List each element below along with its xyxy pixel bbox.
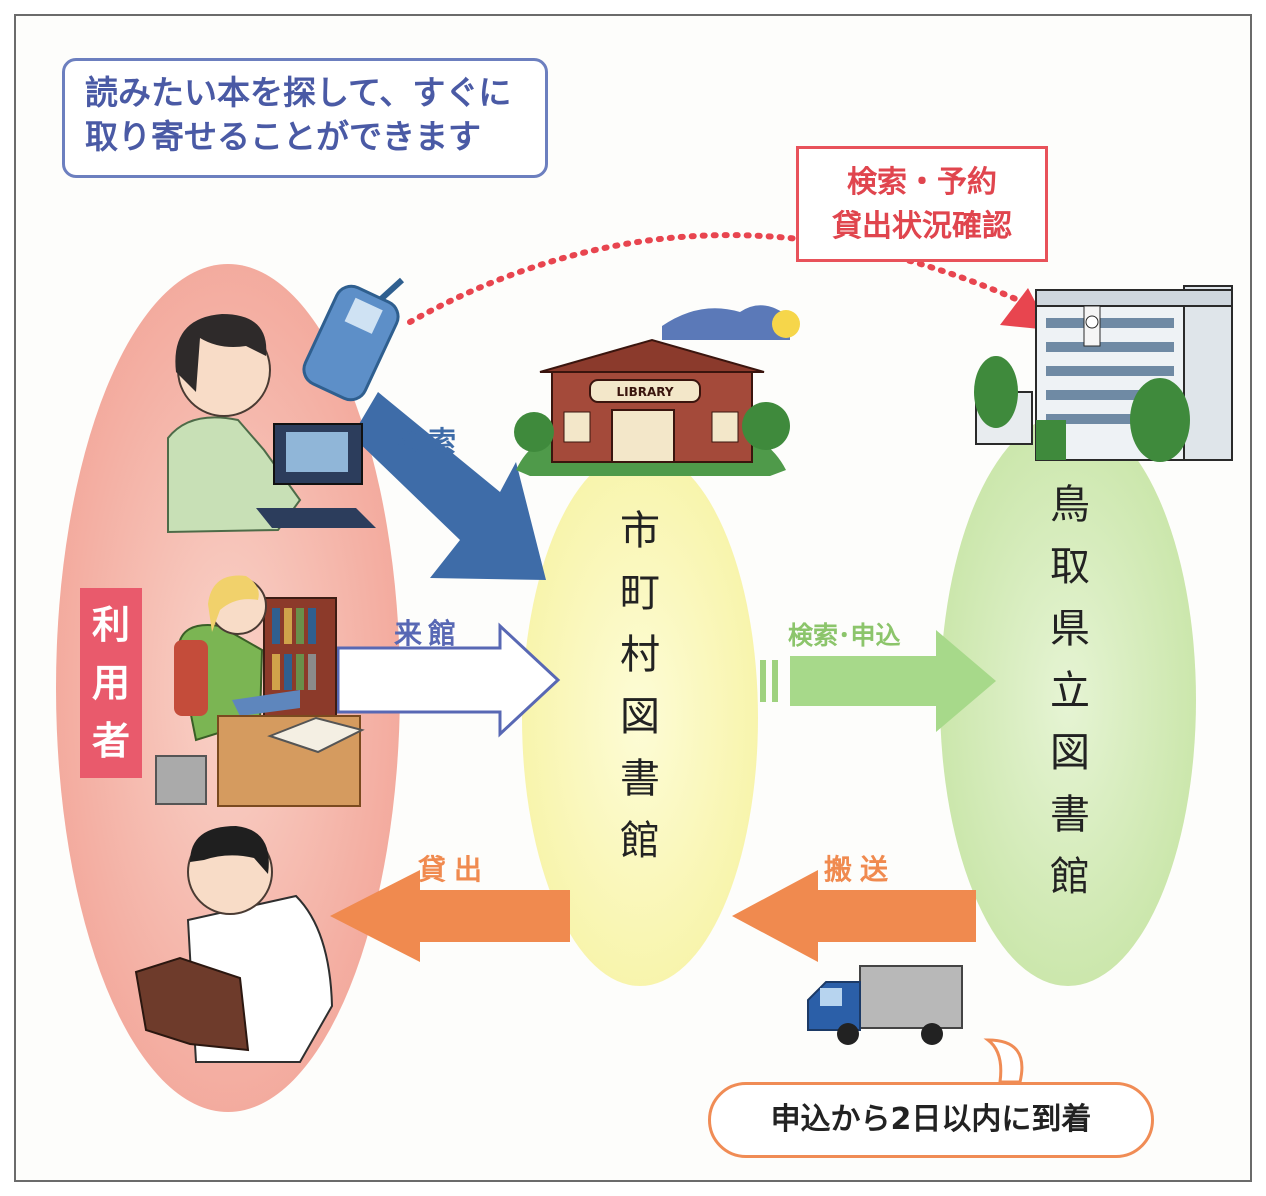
online-service-box: 検索・予約 貸出状況確認 bbox=[796, 146, 1048, 262]
delivery-note-box: 申込から2日以内に到着 bbox=[708, 1082, 1154, 1158]
prefectural-library-ellipse bbox=[940, 414, 1196, 986]
header-line-2: 取り寄せることができます bbox=[85, 117, 481, 156]
mobile-phone-icon bbox=[302, 277, 405, 402]
online-service-line-1: 検索・予約 bbox=[847, 165, 997, 200]
users-label: 利用者 bbox=[80, 588, 142, 778]
municipal-library-ellipse bbox=[522, 450, 758, 986]
library-sign-text: LIBRARY bbox=[616, 385, 673, 399]
online-service-line-2: 貸出状況確認 bbox=[832, 209, 1012, 244]
prefectural-library-building-illustration bbox=[974, 285, 1233, 462]
municipal-library-label: 市町村図書館 bbox=[614, 500, 666, 872]
search-arrow-label: 検索 bbox=[394, 425, 463, 458]
woman-with-laptop-illustration bbox=[167, 314, 376, 534]
girl-reading-illustration bbox=[155, 575, 365, 807]
search-arrow bbox=[352, 392, 546, 580]
online-dotted-arc bbox=[407, 232, 1021, 325]
header-message-box: 読みたい本を探して、すぐに 取り寄せることができます bbox=[62, 58, 548, 178]
man-reading-illustration bbox=[134, 826, 334, 1063]
search-apply-arrow bbox=[760, 630, 996, 732]
visit-arrow-label: 来館 bbox=[394, 617, 463, 650]
municipal-library-building-illustration bbox=[514, 305, 800, 476]
lend-arrow-label: 貸出 bbox=[418, 853, 491, 886]
users-label-text: 利用者 bbox=[91, 603, 130, 763]
delivery-truck-illustration bbox=[807, 965, 963, 1045]
delivery-bubble-tail bbox=[983, 1038, 1024, 1084]
prefectural-library-label: 鳥取県立図書館 bbox=[1044, 474, 1096, 908]
lend-arrow bbox=[330, 870, 570, 962]
delivery-note-text: 申込から2日以内に到着 bbox=[770, 1102, 1092, 1137]
visit-arrow bbox=[336, 622, 561, 738]
prefectural-library-label-text: 鳥取県立図書館 bbox=[1050, 482, 1090, 900]
municipal-library-label-text: 市町村図書館 bbox=[620, 508, 660, 864]
transport-arrow-label: 搬送 bbox=[824, 853, 897, 886]
search-apply-arrow-label: 検索･申込 bbox=[788, 621, 901, 650]
header-line-1: 読みたい本を探して、すぐに bbox=[85, 73, 512, 112]
transport-arrow bbox=[732, 870, 976, 962]
